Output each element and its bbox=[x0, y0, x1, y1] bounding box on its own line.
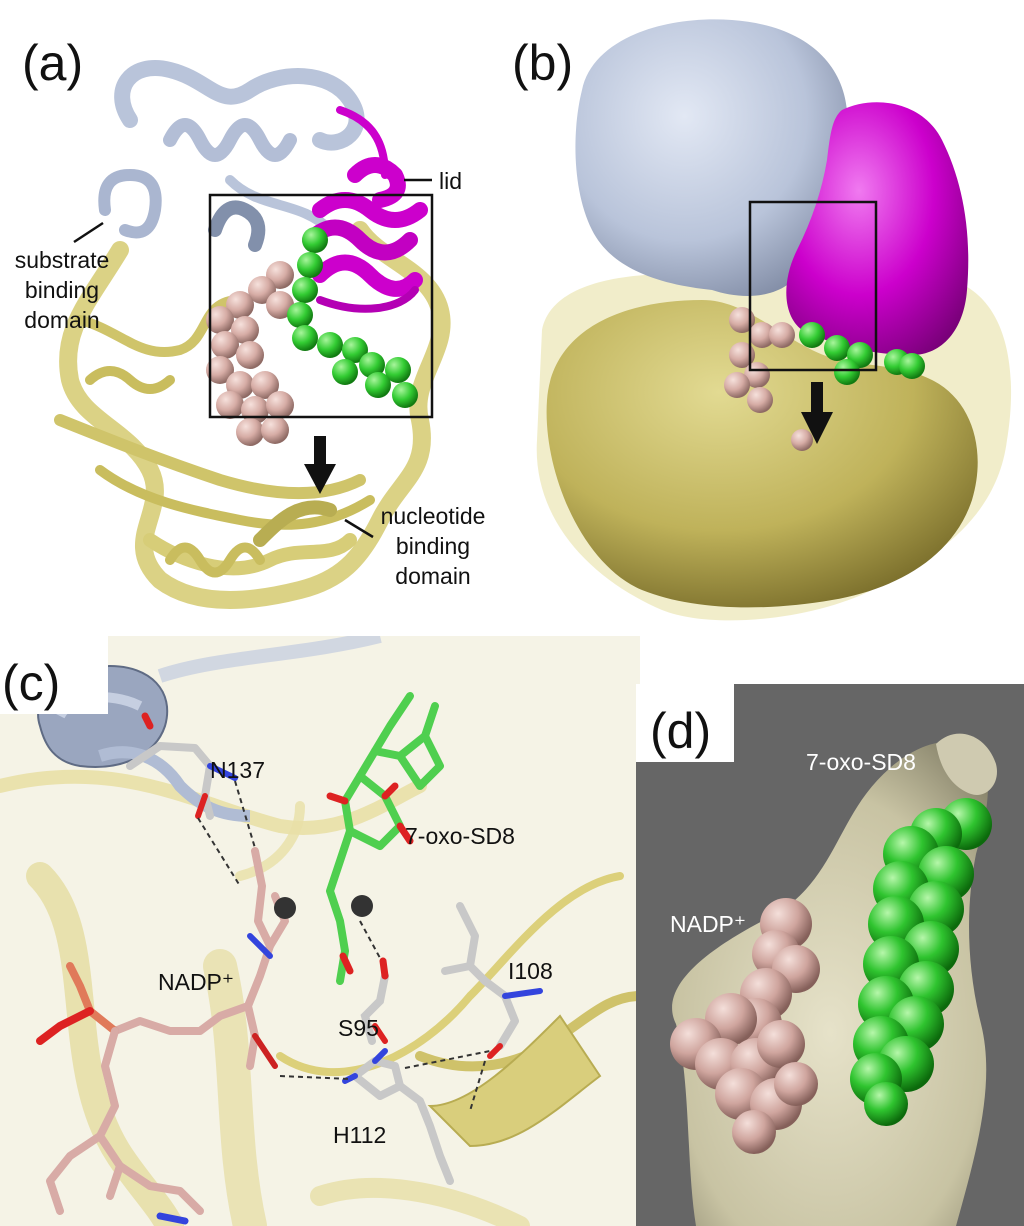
n137-sticks bbox=[126, 712, 238, 820]
lid-surface bbox=[786, 102, 969, 355]
ligand-spheres bbox=[850, 798, 992, 1126]
n137-label: N137 bbox=[210, 757, 265, 783]
ligand-spheres bbox=[799, 322, 925, 385]
nucleotide-domain-cartoon bbox=[54, 221, 451, 609]
panel-a: (a) lid substrate binding domain nucleot… bbox=[0, 0, 512, 640]
hydride-carbon-nadp bbox=[274, 897, 296, 919]
down-arrow-icon bbox=[801, 382, 833, 444]
hydrogen-bonds bbox=[197, 780, 491, 1112]
pocket-rim bbox=[936, 733, 997, 795]
background-ribbons bbox=[0, 769, 640, 1226]
down-arrow-icon bbox=[304, 436, 336, 494]
h112-sticks bbox=[342, 1048, 454, 1185]
substrate-domain-label-1: substrate bbox=[15, 247, 110, 273]
active-site-box bbox=[748, 200, 878, 372]
nucleotide-domain-label-2: binding bbox=[396, 533, 470, 559]
nadp-spheres bbox=[724, 307, 813, 451]
nadp-spheres bbox=[670, 898, 820, 1154]
h112-label: H112 bbox=[333, 1122, 386, 1148]
nucleotide-domain-leader-line bbox=[344, 518, 374, 539]
panel-c-illustration: (c) N137 7-oxo-SD8 NADP⁺ S95 I108 H112 bbox=[0, 636, 640, 1226]
s95-label: S95 bbox=[338, 1015, 379, 1041]
substrate-domain-cartoon bbox=[98, 60, 365, 252]
panel-d-label: (d) bbox=[650, 703, 711, 759]
panel-c: (c) N137 7-oxo-SD8 NADP⁺ S95 I108 H112 bbox=[0, 636, 640, 1226]
lid-label: lid bbox=[439, 168, 462, 194]
substrate-domain-label-2: binding bbox=[25, 277, 99, 303]
ligand-oxygens bbox=[326, 782, 414, 975]
nucleotide-domain-label-1: nucleotide bbox=[381, 503, 486, 529]
panel-b-label: (b) bbox=[512, 35, 573, 91]
nucleotide-domain-label-3: domain bbox=[395, 563, 470, 589]
active-site-box bbox=[208, 193, 434, 419]
i108-label: I108 bbox=[508, 958, 553, 984]
panel-d-label-bg bbox=[636, 684, 734, 762]
oxo-sd8-label: 7-oxo-SD8 bbox=[806, 749, 916, 775]
ligand-spheres bbox=[287, 227, 418, 408]
i108-sticks bbox=[441, 902, 543, 1059]
s95-sticks bbox=[360, 957, 389, 1045]
nadp-label: NADP⁺ bbox=[670, 911, 746, 937]
substrate-domain-leader-line bbox=[73, 221, 104, 244]
panel-c-label: (c) bbox=[2, 655, 60, 711]
hydride-carbon-ligand bbox=[351, 895, 373, 917]
nucleotide-domain-surface bbox=[546, 300, 978, 608]
nadp-label: NADP⁺ bbox=[158, 969, 234, 995]
panel-a-label: (a) bbox=[22, 35, 83, 91]
panel-a-illustration: (a) lid substrate binding domain nucleot… bbox=[15, 35, 486, 609]
panel-b: (b) bbox=[512, 0, 1024, 640]
substrate-domain-surface bbox=[575, 19, 848, 296]
substrate-domain-label-3: domain bbox=[24, 307, 99, 333]
panel-c-label-bg bbox=[0, 636, 108, 714]
oxo-sd8-label: 7-oxo-SD8 bbox=[405, 823, 515, 849]
panel-d: (d) 7-oxo-SD8 NADP⁺ bbox=[636, 684, 1024, 1226]
panel-d-illustration: (d) 7-oxo-SD8 NADP⁺ bbox=[636, 684, 997, 1226]
nadp-sticks bbox=[36, 847, 289, 1225]
nadp-spheres bbox=[206, 261, 294, 446]
panel-b-illustration: (b) bbox=[512, 19, 1012, 621]
